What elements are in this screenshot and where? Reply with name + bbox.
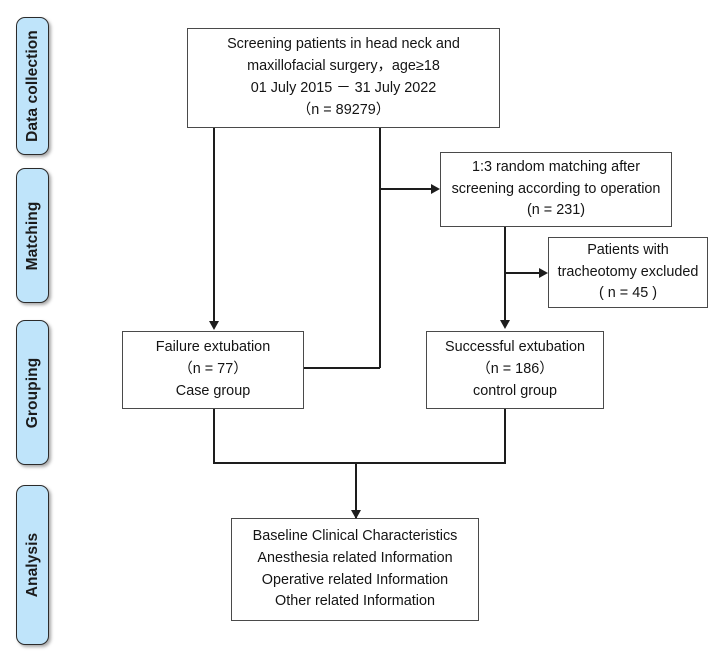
screening-line-2: maxillofacial surgery，age≥18 [247, 58, 440, 75]
matching-box: 1:3 random matching after screening acco… [440, 152, 672, 227]
connector-matching-to-control-group [504, 227, 506, 321]
matching-line-3: (n = 231) [527, 202, 585, 219]
case-group-line-2: （n = 77） [178, 361, 248, 378]
stage-grouping: Grouping [16, 320, 49, 465]
control-group-line-3: control group [473, 382, 557, 399]
arrowhead-analysis [350, 510, 361, 519]
control-group-line-1: Successful extubation [445, 339, 585, 356]
stage-label-analysis: Analysis [23, 532, 41, 598]
excluded-line-1: Patients with [587, 241, 669, 258]
case-group-line-1: Failure extubation [155, 339, 271, 356]
case-group-line-3: Case group [175, 382, 251, 399]
connector-trunk-to-case-group-tie [304, 367, 380, 369]
screening-line-3: 01 July 2015 － 31 July 2022 [250, 80, 437, 96]
case-group-box: Failure extubation （n = 77） Case group [122, 331, 304, 409]
screening-line-1: Screening patients in head neck and [227, 36, 460, 53]
connector-merge-bus [213, 462, 506, 464]
stage-analysis: Analysis [16, 485, 49, 645]
connector-matching-to-excluded [504, 272, 540, 274]
connector-screening-right-trunk [379, 128, 381, 368]
stage-label-data-collection: Data collection [23, 30, 41, 142]
stage-label-matching: Matching [23, 201, 41, 270]
analysis-line-4: Other related Information [275, 593, 435, 610]
matching-line-1: 1:3 random matching after [472, 158, 640, 175]
analysis-line-1: Baseline Clinical Characteristics [252, 527, 458, 544]
connector-screening-to-case-group [213, 128, 215, 322]
screening-box: Screening patients in head neck and maxi… [187, 28, 500, 128]
analysis-box: Baseline Clinical Characteristics Anesth… [231, 518, 479, 621]
connector-case-group-down [213, 409, 215, 463]
analysis-line-2: Anesthesia related Information [257, 549, 453, 566]
control-group-line-2: （n = 186） [476, 361, 554, 378]
screening-line-4: （n = 89279） [296, 101, 391, 118]
connector-merge-to-analysis [355, 462, 357, 518]
arrowhead-matching [431, 183, 440, 194]
control-group-box: Successful extubation （n = 186） control … [426, 331, 604, 409]
arrowhead-excluded [539, 267, 548, 278]
stage-matching: Matching [16, 168, 49, 303]
analysis-line-3: Operative related Information [261, 571, 449, 588]
arrowhead-control-group [499, 320, 510, 329]
excluded-line-2: tracheotomy excluded [557, 263, 699, 280]
excluded-box: Patients with tracheotomy excluded ( n =… [548, 237, 708, 308]
arrowhead-case-group [208, 321, 219, 330]
excluded-line-3: ( n = 45 ) [599, 285, 657, 302]
connector-trunk-to-matching [379, 188, 432, 190]
connector-control-group-down [504, 409, 506, 463]
stage-label-grouping: Grouping [23, 357, 41, 428]
stage-data-collection: Data collection [16, 17, 49, 155]
matching-line-2: screening according to operation [451, 180, 661, 197]
